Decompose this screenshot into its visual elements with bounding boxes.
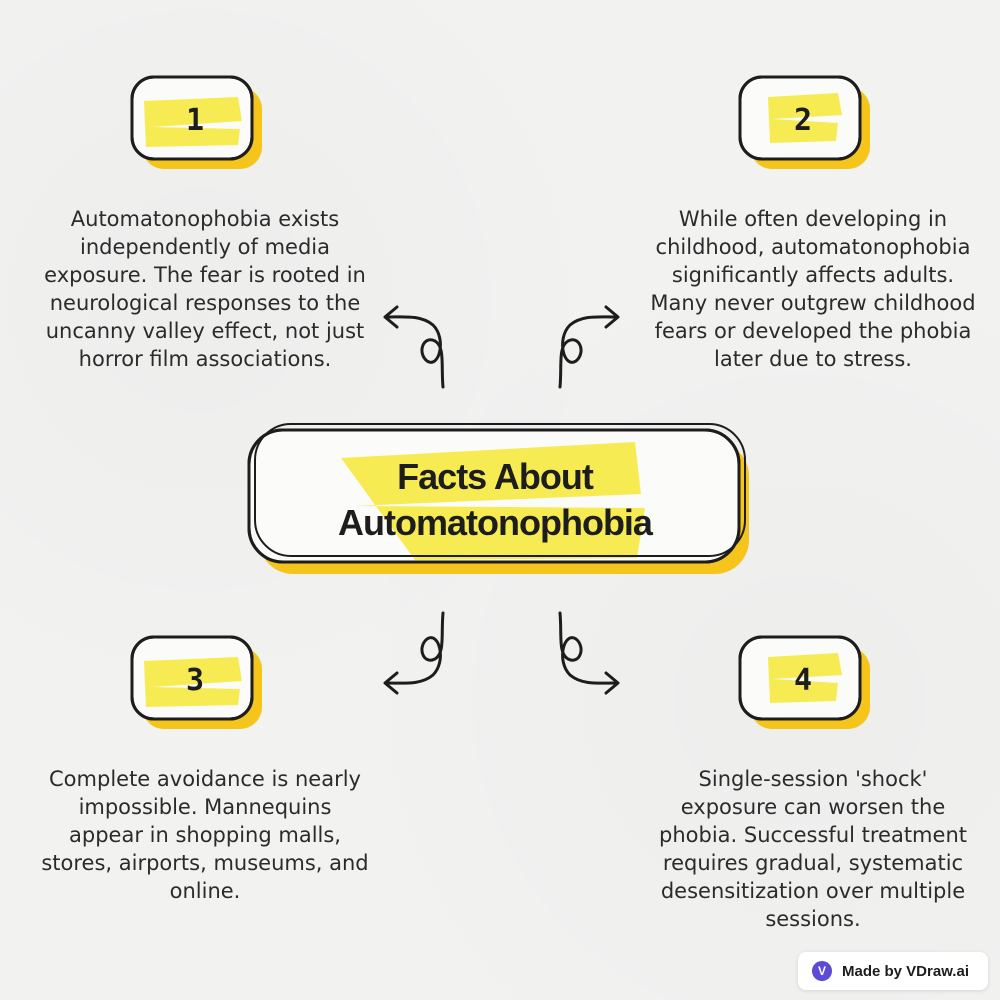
badge-3: 3: [130, 635, 280, 745]
badge-2-number: 2: [793, 102, 813, 138]
title-line-2: Automatonophobia: [338, 502, 653, 543]
badge-1: 1: [130, 75, 280, 185]
badge-4-frame: [738, 635, 870, 729]
badge-4: 4: [738, 635, 888, 745]
badge-3-number: 3: [185, 662, 205, 698]
vdraw-logo-icon: V: [812, 961, 832, 981]
badge-2: 2: [738, 75, 888, 185]
center-title-box: Facts About Automatonophobia: [245, 420, 755, 580]
fact-3-text: Complete avoidance is nearly impossible.…: [41, 767, 369, 903]
fact-1-text: Automatonophobia exists independently of…: [44, 207, 366, 371]
curly-arrow-icon: [558, 611, 620, 695]
badge-2-frame: [738, 75, 870, 169]
curly-arrow-icon: [383, 611, 445, 695]
made-by-vdraw-badge[interactable]: V Made by VDraw.ai: [798, 952, 988, 990]
badge-3-frame: [130, 635, 262, 729]
badge-1-number: 1: [185, 102, 205, 138]
curly-arrow-icon: [383, 305, 445, 389]
fact-2-text: While often developing in childhood, aut…: [650, 207, 976, 371]
badge-4-number: 4: [793, 662, 813, 698]
center-title-frame: [247, 423, 749, 574]
title-line-1: Facts About: [397, 456, 594, 497]
page-title: Facts About Automatonophobia: [245, 440, 745, 560]
badge-1-frame: [130, 75, 262, 169]
curly-arrow-icon: [558, 305, 620, 389]
watermark-text: Made by VDraw.ai: [842, 962, 969, 980]
fact-4-text: Single-session 'shock' exposure can wors…: [659, 767, 967, 931]
